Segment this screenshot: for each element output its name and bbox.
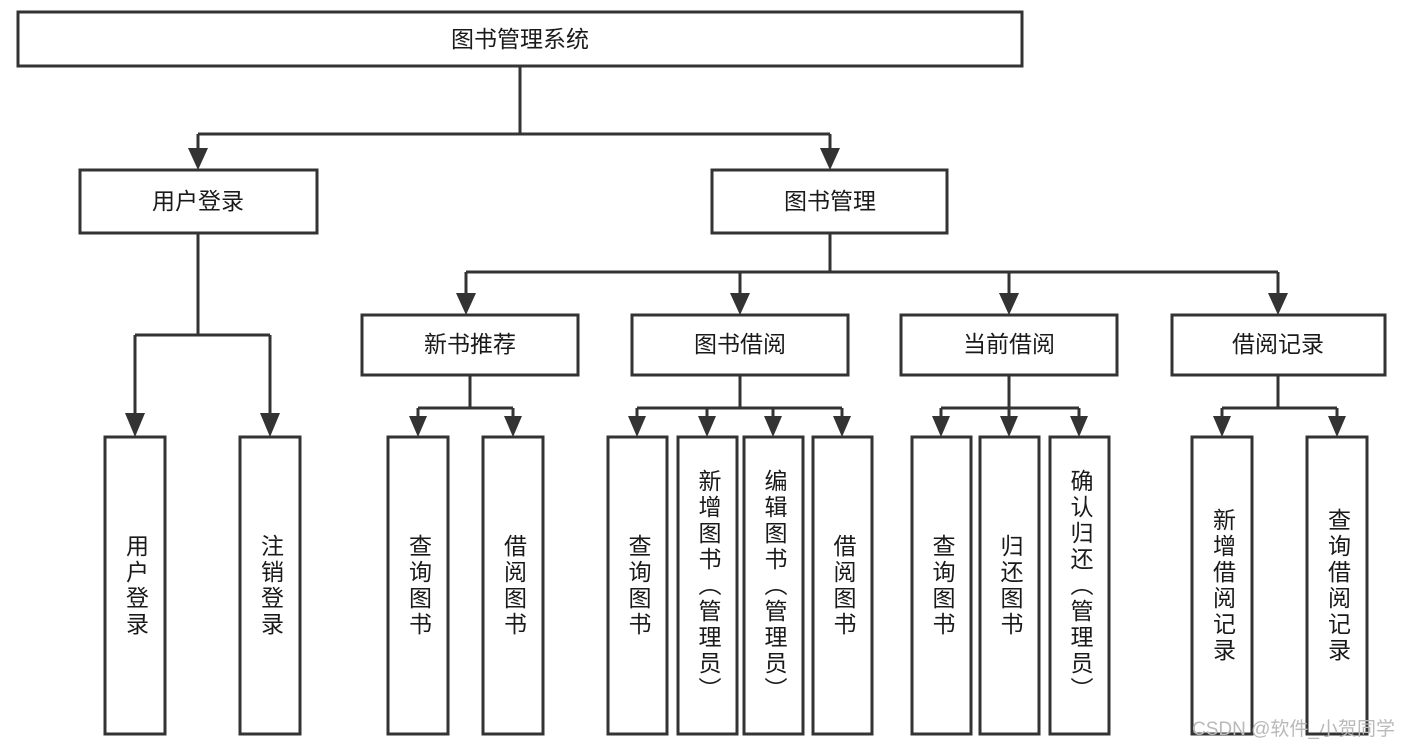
arrow-head-icon	[409, 416, 427, 437]
arrow-head-icon	[125, 413, 145, 437]
node-box-leaf-query-book-1[interactable]	[386, 435, 450, 736]
node-box-leaf-confirm-return-admin[interactable]	[1048, 435, 1111, 736]
arrow-head-icon	[730, 293, 750, 315]
connector-user-login-to-leaves	[125, 233, 280, 437]
arrow-head-icon	[932, 416, 950, 437]
arrow-head-icon	[628, 416, 646, 437]
node-label-new-book-recommend: 新书推荐	[424, 331, 516, 357]
connector-borrow-record-to-leaves	[1213, 375, 1346, 437]
node-box-leaf-logout[interactable]	[238, 435, 302, 736]
node-box-book-borrow[interactable]	[630, 313, 850, 377]
arrow-head-icon	[1213, 416, 1231, 437]
node-box-leaf-borrow-book-1[interactable]	[481, 435, 545, 736]
arrow-head-icon	[764, 416, 782, 437]
node-label-current-borrow: 当前借阅	[963, 331, 1055, 357]
node-box-leaf-query-borrow-record[interactable]	[1305, 435, 1369, 736]
arrow-head-icon	[999, 293, 1019, 315]
node-box-leaf-user-login[interactable]	[103, 435, 167, 736]
arrow-head-icon	[1070, 416, 1088, 437]
arrow-head-icon	[1000, 416, 1018, 437]
node-box-leaf-add-book-admin[interactable]	[676, 435, 739, 736]
node-label-user-login: 用户登录	[152, 188, 244, 214]
arrow-head-icon	[456, 293, 476, 315]
connector-root-to-level2	[188, 66, 840, 170]
arrow-head-icon	[504, 416, 522, 437]
node-box-borrow-record[interactable]	[1170, 313, 1387, 377]
node-label-root: 图书管理系统	[451, 26, 589, 52]
node-box-leaf-query-book-3[interactable]	[910, 435, 973, 736]
connector-book-borrow-to-leaves	[628, 375, 851, 437]
arrow-head-icon	[1268, 293, 1288, 315]
node-box-leaf-return-book[interactable]	[978, 435, 1041, 736]
node-label-borrow-record: 借阅记录	[1232, 331, 1324, 357]
node-box-user-login[interactable]	[78, 168, 319, 235]
connector-new-book-to-leaves	[409, 375, 522, 437]
node-label-book-management: 图书管理	[784, 188, 876, 214]
node-box-root[interactable]	[16, 10, 1024, 68]
node-label-book-borrow: 图书借阅	[694, 331, 786, 357]
arrow-head-icon	[833, 416, 851, 437]
connector-book-mgmt-to-level3	[456, 233, 1288, 315]
node-box-current-borrow[interactable]	[899, 313, 1119, 377]
arrow-head-icon	[260, 413, 280, 437]
node-box-leaf-borrow-book-2[interactable]	[811, 435, 874, 736]
node-box-leaf-edit-book-admin[interactable]	[742, 435, 805, 736]
arrow-head-icon	[698, 416, 716, 437]
node-box-leaf-add-borrow-record[interactable]	[1190, 435, 1254, 736]
arrow-head-icon	[1328, 416, 1346, 437]
node-box-new-book-recommend[interactable]	[360, 313, 580, 377]
arrow-head-icon	[820, 148, 840, 170]
node-box-leaf-query-book-2[interactable]	[606, 435, 669, 736]
node-box-book-management[interactable]	[710, 168, 949, 235]
arrow-head-icon	[188, 148, 208, 170]
connector-current-borrow-to-leaves	[932, 375, 1088, 437]
csdn-watermark: CSDN @软件_小贺同学	[1192, 719, 1395, 740]
